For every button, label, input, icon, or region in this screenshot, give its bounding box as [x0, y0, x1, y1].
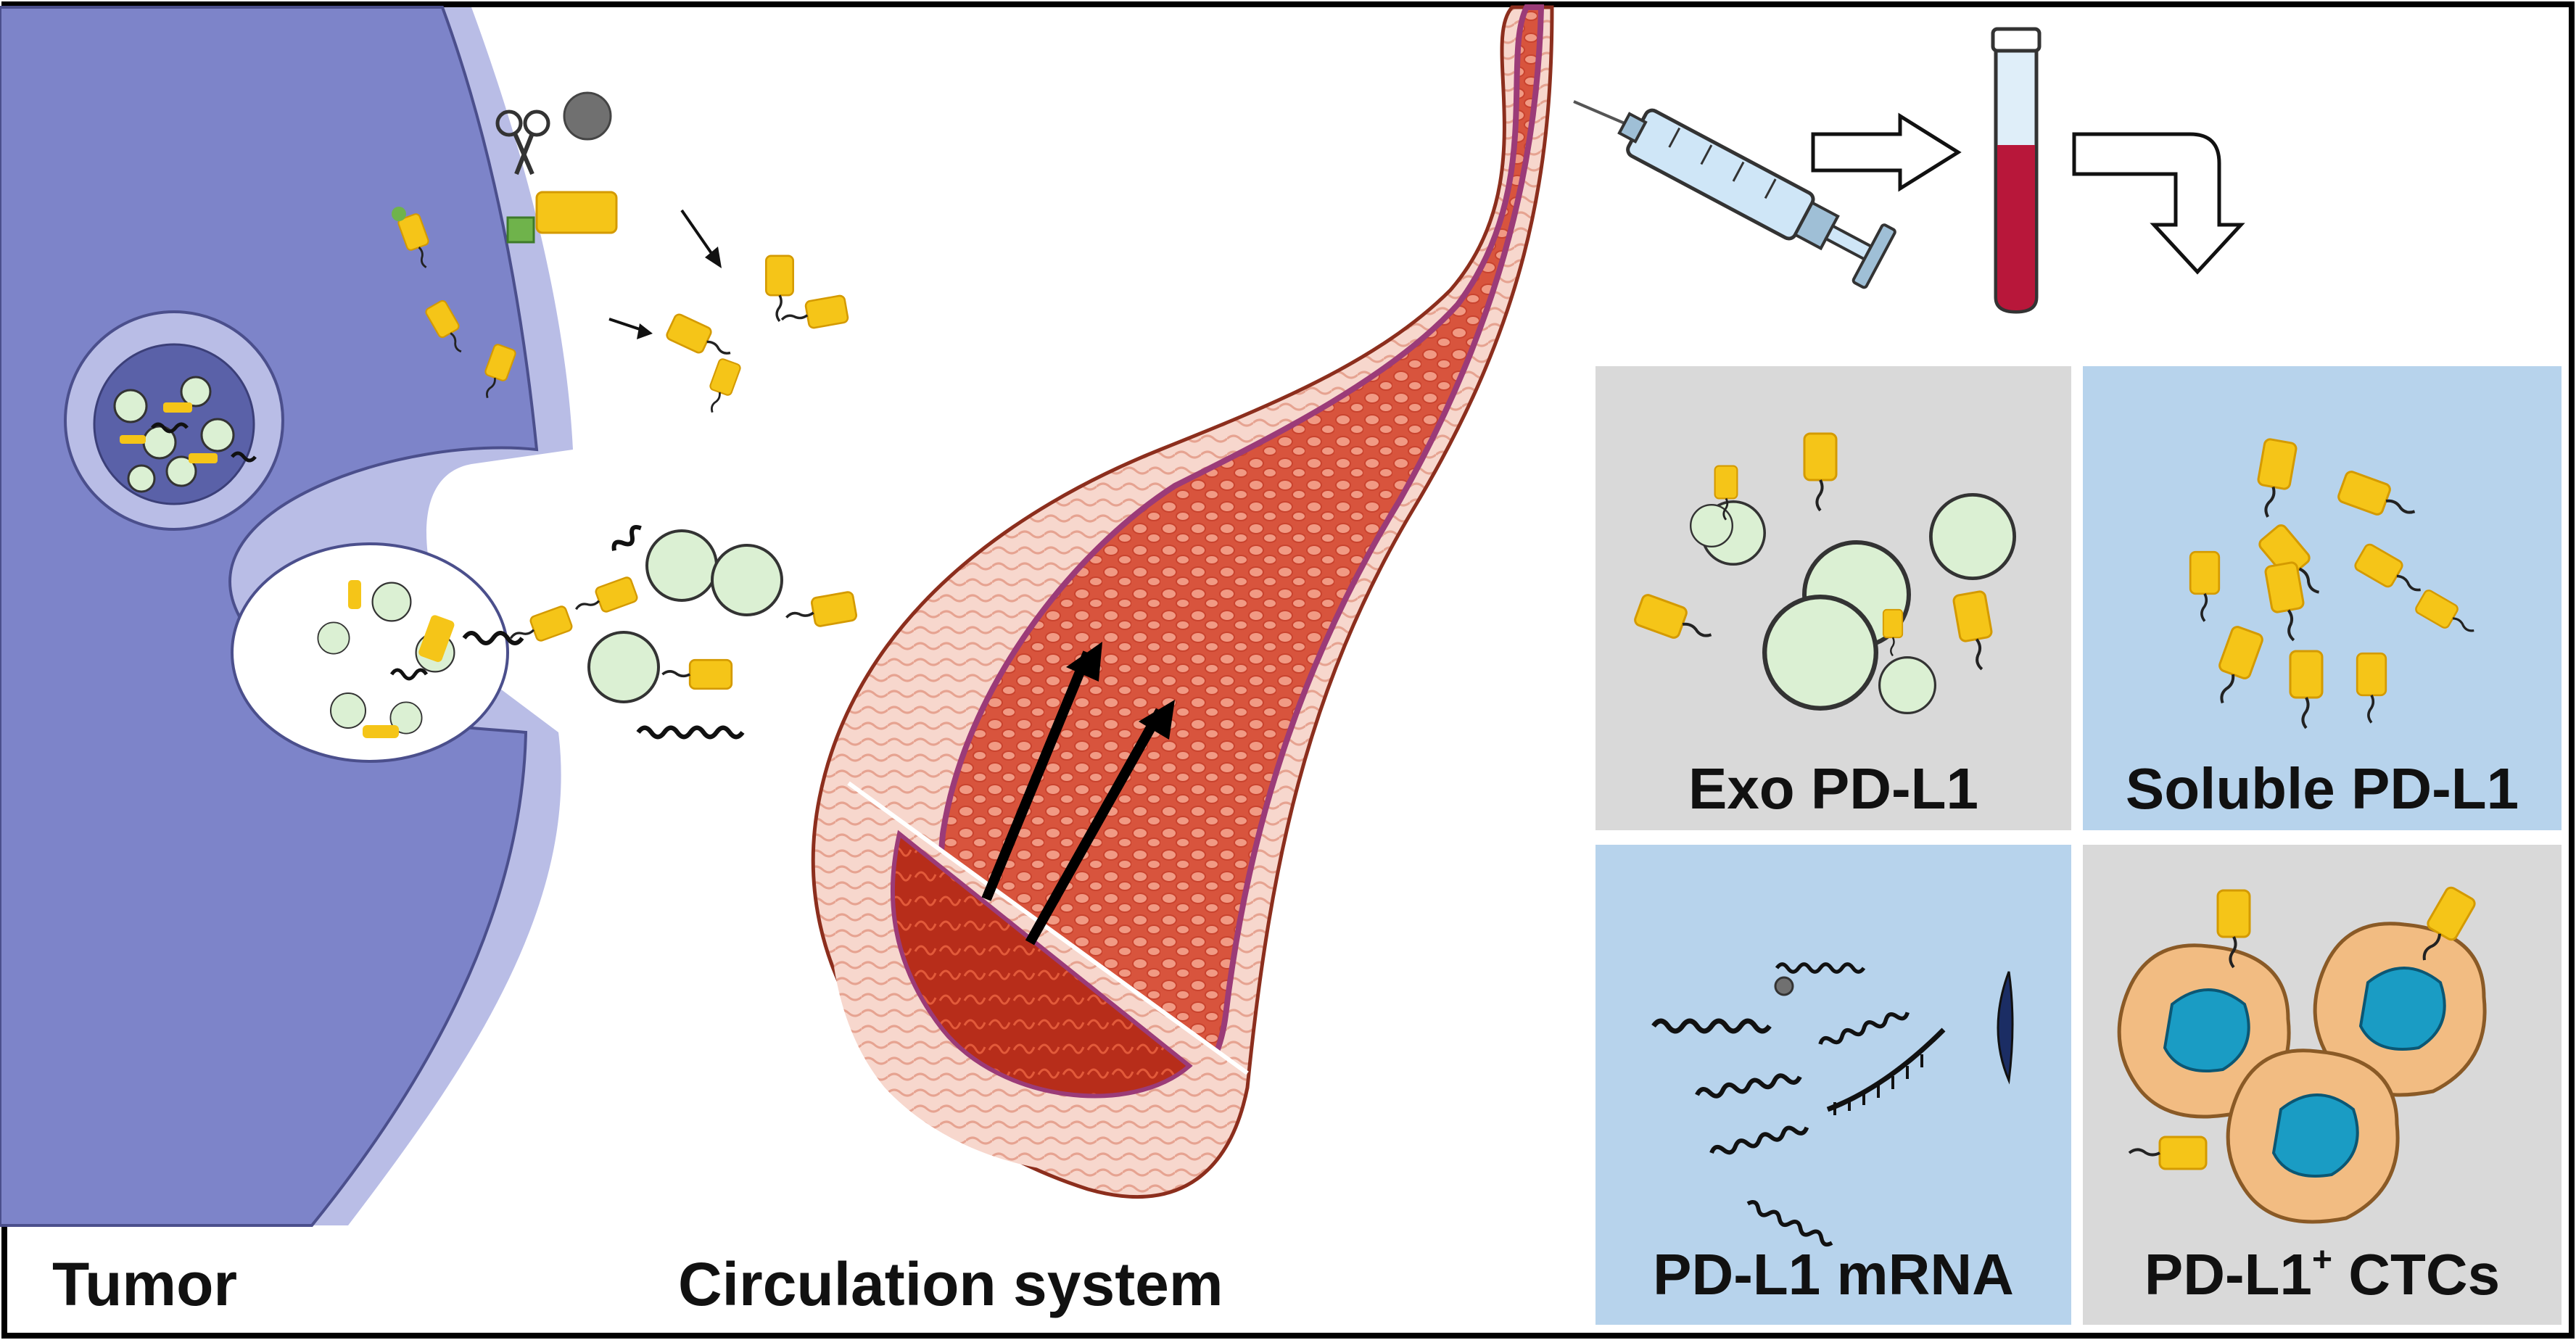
multivesicular-body: [64, 310, 284, 531]
soluble-pdl1-release: [608, 209, 850, 418]
arrow-bent-down-icon: [2072, 132, 2245, 275]
panel-pdl1-ctcs: PD-L1+ CTCs: [2083, 845, 2561, 1325]
exocytosis-pocket: [231, 542, 524, 763]
blood-tube-icon: [1991, 27, 2042, 314]
arrow-right-icon: [1811, 112, 1962, 192]
label-soluble: Soluble PD-L1: [2126, 756, 2519, 821]
label-circulation: Circulation system: [678, 1250, 1223, 1318]
panel-soluble-pdl1: Soluble PD-L1: [2083, 366, 2561, 830]
syringe-icon: [1573, 100, 1896, 289]
ctc-migration-arrows: [981, 642, 1175, 946]
label-tumor: Tumor: [52, 1250, 237, 1318]
panel-pdl1-mrna: PD-L1 mRNA: [1595, 845, 2071, 1325]
membrane-pdl1: [392, 191, 618, 403]
panel-exo-pdl1: Exo PD-L1: [1595, 366, 2071, 830]
label-mrna: PD-L1 mRNA: [1653, 1242, 2014, 1307]
label-exo: Exo PD-L1: [1688, 756, 1978, 821]
label-ctcs: PD-L1+ CTCs: [2144, 1241, 2500, 1307]
scissors-icon: [495, 91, 612, 175]
released-exosomes: [505, 524, 859, 737]
